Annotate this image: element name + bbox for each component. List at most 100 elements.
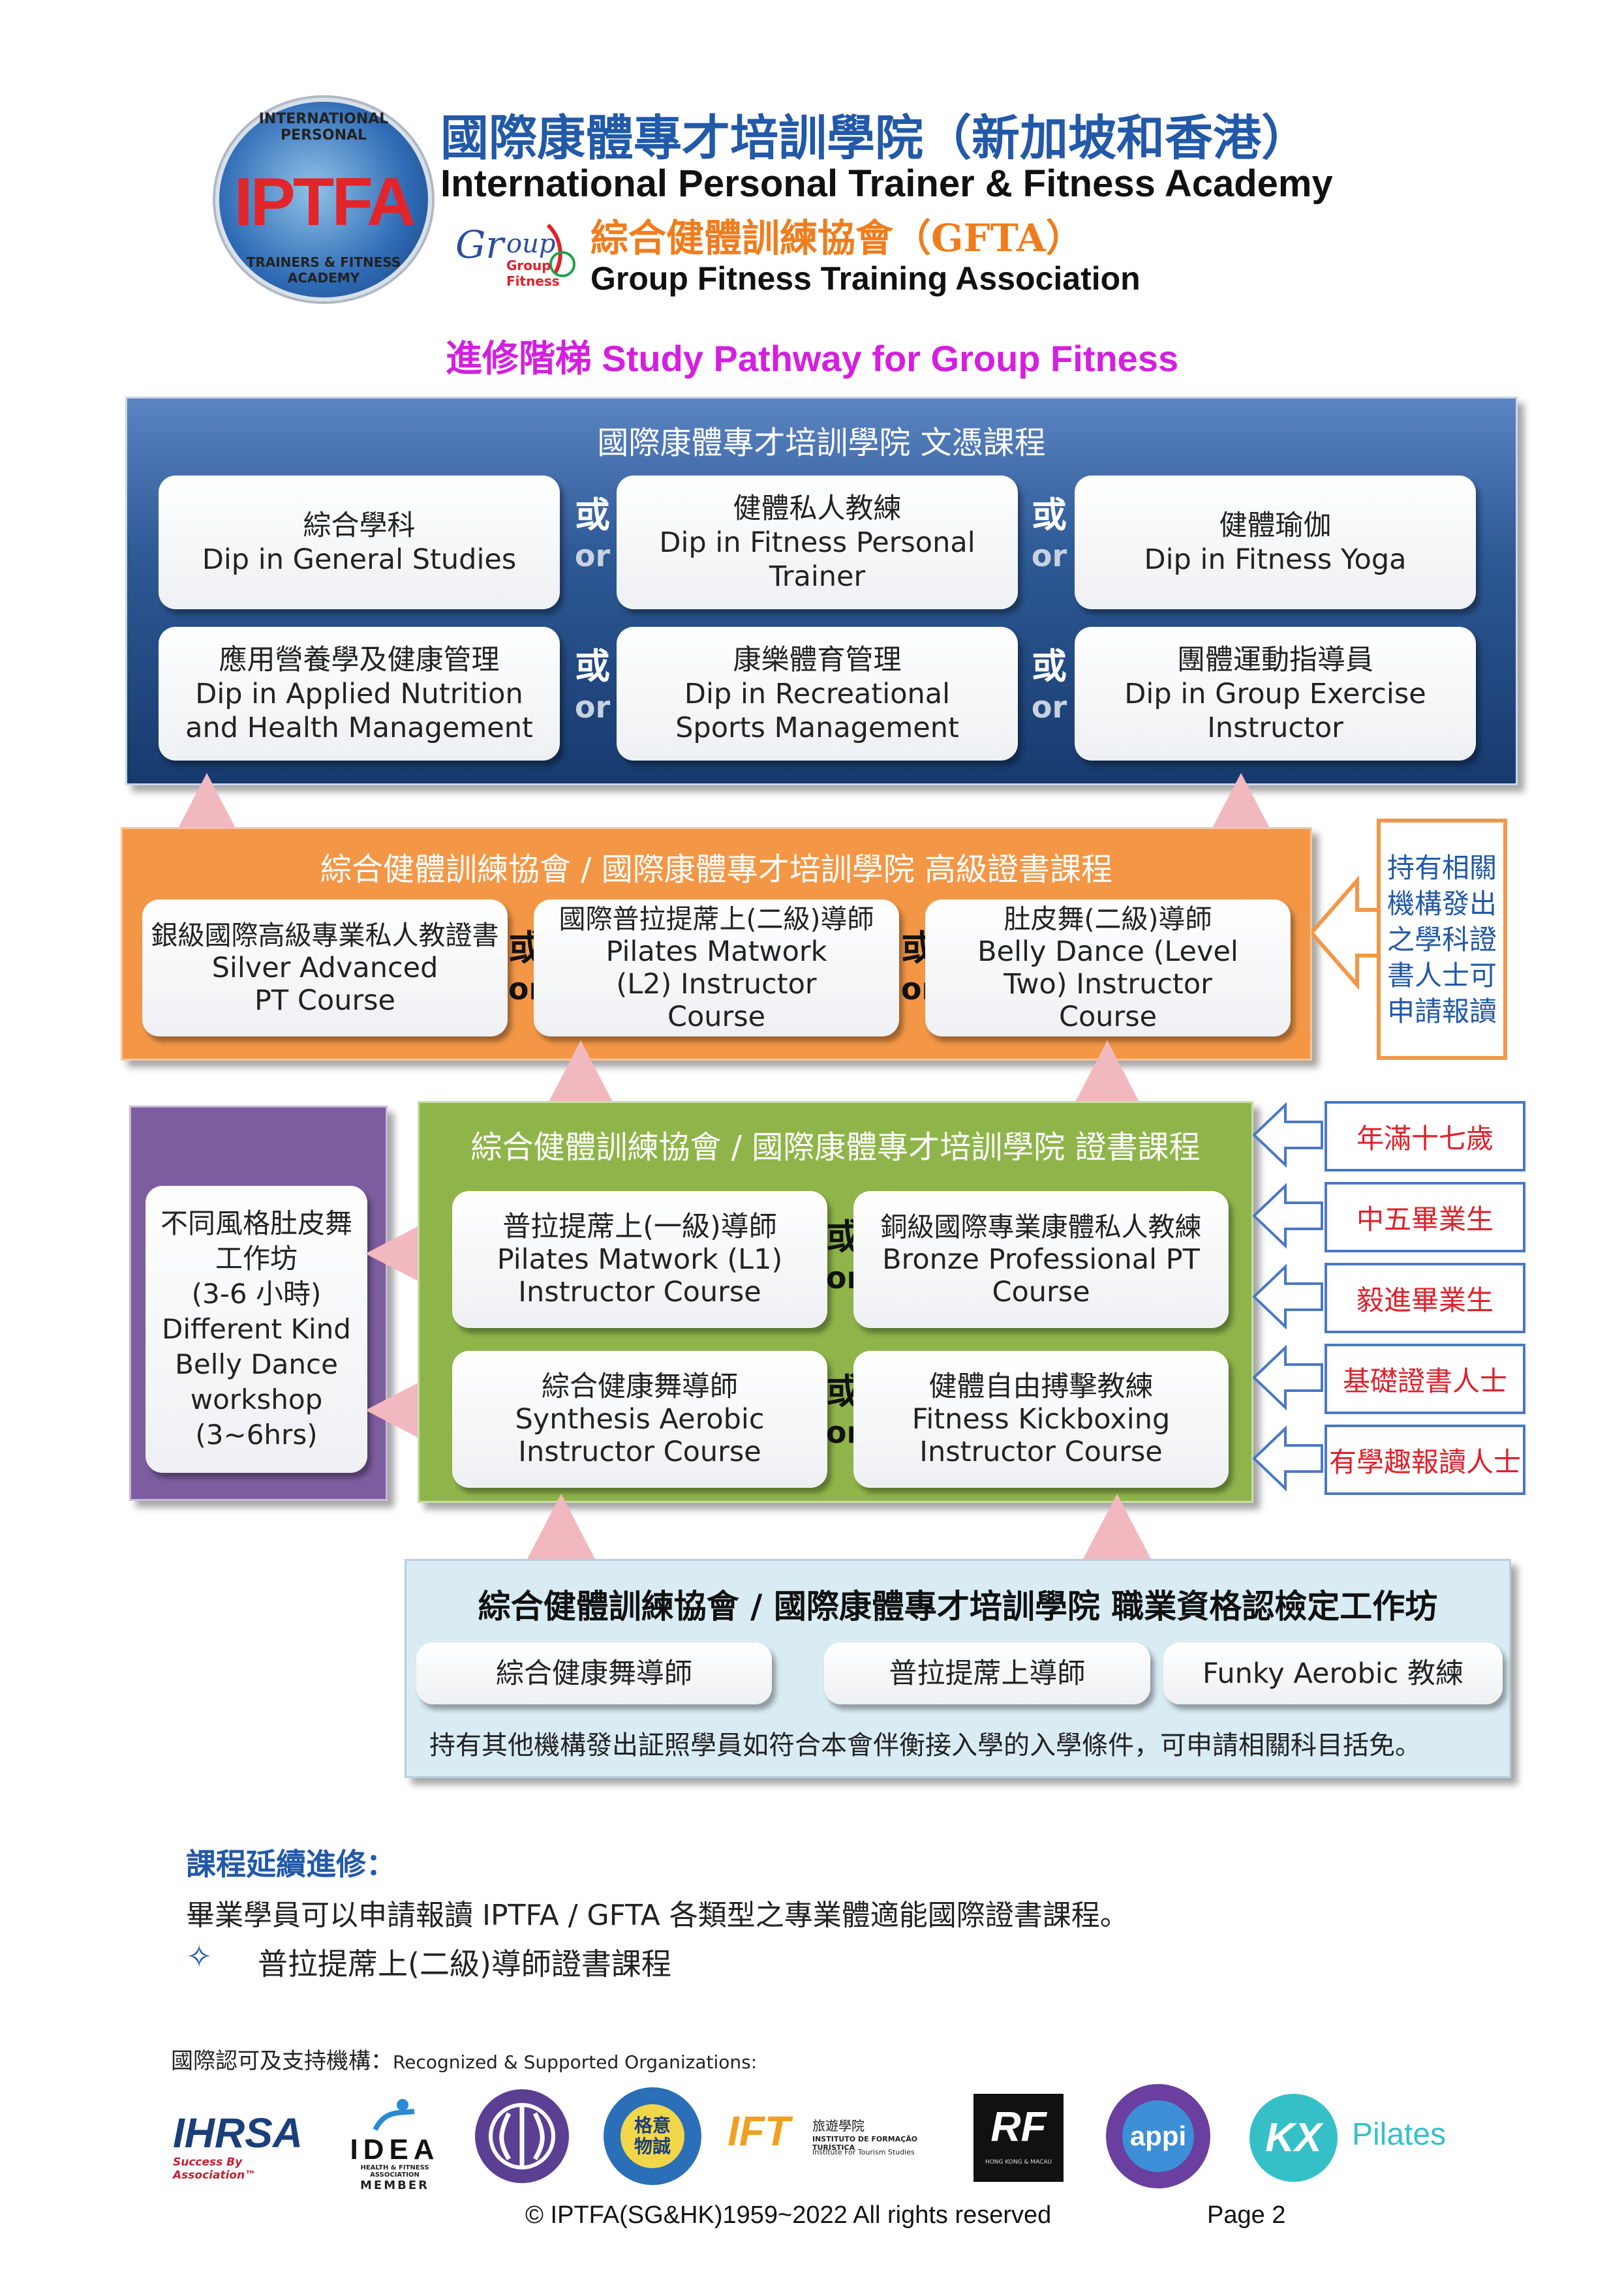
idea-figure-icon [373,2099,415,2131]
course-en: Bronze Professional PT Course [882,1243,1200,1308]
continuing-text: 畢業學員可以申請報讀 IPTFA / GFTA 各類型之專業體適能國際證書課程。 [186,1899,1129,1932]
appi-logo: appi [1106,2084,1210,2188]
ihrsa-text: IHRSA [173,2109,303,2156]
entry-requirement-box: 年滿十七歲 [1325,1101,1525,1171]
idea-logo: IDEA HEALTH & FITNESS ASSOCIATION MEMBER [339,2097,450,2195]
diploma-course-fitness-pt[interactable]: 健體私人教練 Dip in Fitness Personal Trainer [617,476,1018,609]
idea-text: IDEA [350,2134,440,2166]
or-en: or [1031,689,1067,725]
arrow-up-triangle [547,1040,615,1106]
academy-title-en: International Personal Trainer & Fitness… [440,162,1333,205]
certificate-panel: 綜合健體訓練協會 / 國際康體專才培訓學院 證書課程 普拉提蓆上(一級)導師 P… [418,1101,1253,1503]
course-en: Silver Advanced PT Course [211,952,438,1017]
entry-requirement-box: 基礎證書人士 [1325,1344,1525,1414]
arrow-up-triangle [1083,1494,1151,1559]
ihrsa-tagline: Success By Association™ [173,2156,256,2182]
orgs-label: 國際認可及支持機構：Recognized & Supported Organiz… [171,2043,757,2075]
rf-text: RF [990,2103,1047,2150]
course-en: Pilates Matwork (L2) Instructor Course [605,935,827,1033]
course-cn: 應用營養學及健康管理 [219,643,500,676]
rf-logo: RF HONG KONG & MACAU [973,2094,1064,2182]
or-en: or [574,689,611,725]
idea-member: MEMBER [360,2179,429,2192]
belly-dance-workshop-panel: 不同風格肚皮舞工作坊 (3-6 小時) Different Kind Belly… [129,1106,388,1501]
rf-subtext: HONG KONG & MACAU [985,2159,1052,2166]
workshop-item[interactable]: 綜合健康舞導師 [416,1642,772,1704]
course-en: Dip in Recreational Sports Management [675,677,959,744]
logo-ring-bottom-text: TRAINERS & FITNESS ACADEMY [246,254,401,286]
advanced-certificate-panel: 綜合健體訓練協會 / 國際康體專才培訓學院 高級證書課程 銀級國際高級專業私人教… [121,827,1312,1061]
or-en: or [1031,538,1067,573]
course-cn: 健體瑜伽 [1219,509,1332,542]
course-cn: 銀級國際高級專業私人教證書 [151,920,499,951]
diploma-course-applied-nutrition[interactable]: 應用營養學及健康管理 Dip in Applied Nutrition and … [159,627,560,761]
diploma-course-recreational-sports[interactable]: 康樂體育管理 Dip in Recreational Sports Manage… [617,627,1018,761]
workshop-item[interactable]: Funky Aerobic 教練 [1163,1642,1503,1704]
course-en: Fitness Kickboxing Instructor Course [912,1403,1171,1468]
course-bronze-pt[interactable]: 銅級國際專業康體私人教練 Bronze Professional PT Cour… [853,1191,1229,1328]
course-cn: 國際普拉提蓆上(二級)導師 [559,903,874,935]
orgs-label-en: Recognized & Supported Organizations: [393,2051,758,2073]
workshop-hours-cn: (3-6 小時) [191,1278,322,1310]
course-pilates-matwork-l2[interactable]: 國際普拉提蓆上(二級)導師 Pilates Matwork (L2) Instr… [534,899,899,1036]
workshop-belly-dance[interactable]: 不同風格肚皮舞工作坊 (3-6 小時) Different Kind Belly… [146,1186,367,1473]
or-cn: 或 [1032,646,1067,687]
entry-requirement-box: 有學趣報讀人士 [1325,1425,1525,1495]
continuing-heading: 課程延續進修： [186,1847,396,1882]
certificate-title: 綜合健體訓練協會 / 國際康體專才培訓學院 證書課程 [470,1129,1201,1166]
course-silver-advanced-pt[interactable]: 銀級國際高級專業私人教證書 Silver Advanced PT Course [142,899,508,1036]
workshop-item[interactable]: 普拉提蓆上導師 [824,1642,1150,1704]
seal-text: 格意物誠 [634,2115,671,2157]
course-en: Pilates Matwork (L1) Instructor Course [497,1243,783,1308]
workshop-hours-en: (3~6hrs) [195,1419,318,1451]
course-synthesis-aerobic[interactable]: 綜合健康舞導師 Synthesis Aerobic Instructor Cou… [452,1351,827,1488]
course-cn: 團體運動指導員 [1177,643,1373,676]
workshop-panel-title: 綜合健體訓練協會 / 國際康體專才培訓學院 職業資格認檢定工作坊 [478,1588,1438,1625]
entry-requirement-box: 中五畢業生 [1325,1182,1525,1252]
ift-text: IFT [728,2107,790,2154]
kx-logo: KX [1249,2094,1338,2182]
course-cn: 健體私人教練 [733,492,902,525]
arrow-left-icon [1253,1264,1323,1329]
page-number: Page 2 [1207,2201,1286,2229]
orgs-label-cn: 國際認可及支持機構： [171,2048,393,2074]
svg-text:oup: oup [506,229,555,259]
arrow-up-triangle [1073,1040,1141,1106]
logo-ring-top-text: INTERNATIONAL PERSONAL [258,111,389,144]
course-belly-dance-l2[interactable]: 肚皮舞(二級)導師 Belly Dance (Level Two) Instru… [925,899,1291,1036]
arrow-up-triangle [527,1494,595,1559]
arrow-left-icon [1253,1426,1323,1491]
copyright: © IPTFA(SG&HK)1959~2022 All rights reser… [525,2201,1052,2229]
course-en: Dip in Fitness Personal Trainer [659,526,975,593]
university-emblem-logo [475,2089,569,2183]
iptfa-logo: INTERNATIONAL PERSONAL IPTFA TRAINERS & … [215,98,432,301]
diploma-course-general-studies[interactable]: 綜合學科 Dip in General Studies [159,476,560,609]
arrow-left-icon [1253,1183,1323,1248]
course-en: Dip in General Studies [202,543,517,576]
qualification-workshop-panel: 綜合健體訓練協會 / 國際康體專才培訓學院 職業資格認檢定工作坊 綜合健康舞導師… [405,1559,1511,1778]
gfta-title-cn: 綜合健體訓練協會（GFTA） [590,216,1084,260]
group-fitness-logo: Gr oup Group Fitness [450,212,581,289]
advanced-title: 綜合健體訓練協會 / 國際康體專才培訓學院 高級證書課程 [320,851,1112,888]
appi-text: appi [1122,2100,1194,2172]
workshop-note: 持有其他機構發出証照學員如符合本會伴衡接入學的入學條件，可申請相關科目括免。 [429,1730,1421,1760]
course-cn: 肚皮舞(二級)導師 [1004,903,1212,935]
course-en: Dip in Group Exercise Instructor [1124,677,1426,744]
diploma-course-group-exercise[interactable]: 團體運動指導員 Dip in Group Exercise Instructor [1075,627,1476,761]
course-cn: 綜合學科 [303,509,416,542]
course-cn: 康樂體育管理 [733,643,902,676]
course-fitness-kickboxing[interactable]: 健體自由搏擊教練 Fitness Kickboxing Instructor C… [853,1351,1229,1488]
or-en: or [574,538,611,573]
sparkle-icon: ✧ [186,1939,213,1975]
ift-logo: IFT 旅遊學院 INSTITUTO DE FORMAÇÃO TURÍSTICA… [728,2104,943,2175]
diploma-course-fitness-yoga[interactable]: 健體瑜伽 Dip in Fitness Yoga [1075,476,1476,609]
svg-text:Gr: Gr [455,222,506,267]
ift-pt: INSTITUTO DE FORMAÇÃO TURÍSTICA [812,2135,918,2152]
ihrsa-logo: IHRSA Success By Association™ [173,2110,316,2182]
course-pilates-matwork-l1[interactable]: 普拉提蓆上(一級)導師 Pilates Matwork (L1) Instruc… [452,1191,827,1328]
course-cn: 銅級國際專業康體私人教練 [880,1211,1202,1243]
